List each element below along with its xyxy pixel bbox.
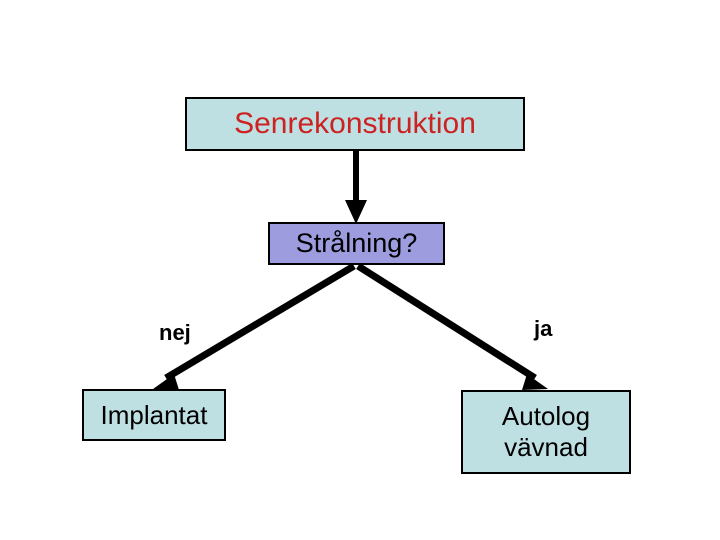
node-decision-label: Strålning? [295,227,418,258]
node-autolog-vavnad: Autolog vävnad [461,390,631,474]
node-stralning-decision: Strålning? [268,222,445,265]
arrow-title-to-decision [345,151,367,224]
arrow-decision-to-autolog [356,263,548,390]
edge-label-ja: ja [534,316,553,341]
node-autolog-vavnad-line1: Autolog [501,401,591,432]
node-implantat-label: Implantat [100,399,208,430]
node-title-label: Senrekonstruktion [234,107,476,141]
node-senrekonstruktion: Senrekonstruktion [185,97,525,151]
edge-label-nej: nej [159,320,191,345]
node-autolog-vavnad-label: Autolog vävnad [502,401,590,462]
node-autolog-vavnad-line2: vävnad [504,432,588,462]
node-implantat: Implantat [82,389,226,441]
